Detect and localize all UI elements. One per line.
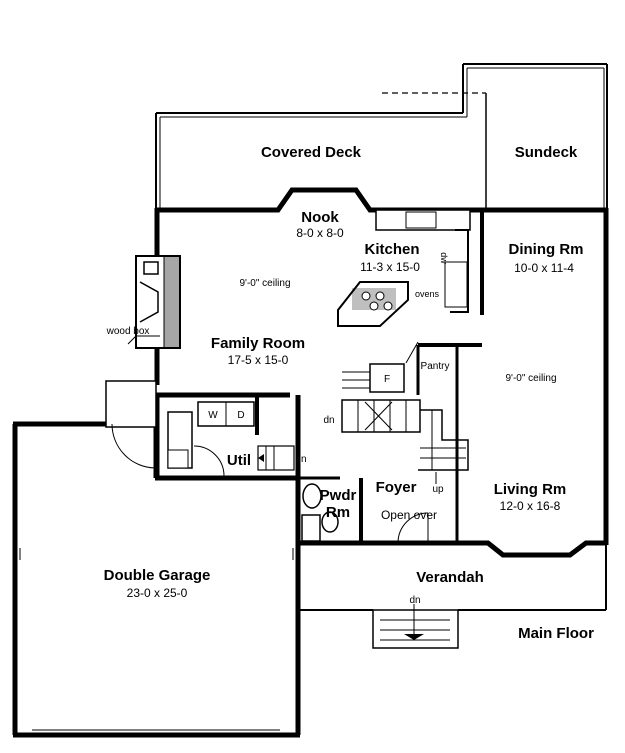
- fridge-label: F: [384, 374, 390, 385]
- stair-up-note: up: [432, 484, 444, 495]
- dishwasher-note: dw: [439, 252, 449, 264]
- garage-walls: [12, 380, 301, 738]
- powder-room-fixtures: [301, 483, 339, 542]
- living-dims: 12-0 x 16-8: [500, 499, 561, 513]
- verandah-down-note: dn: [409, 595, 420, 606]
- nook-dims: 8-0 x 8-0: [296, 226, 344, 240]
- sundeck-label: Sundeck: [515, 144, 578, 161]
- kitchen-dims: 11-3 x 15-0: [360, 260, 420, 274]
- covered-deck-label: Covered Deck: [261, 144, 362, 161]
- washer-label: W: [208, 410, 218, 421]
- floor-label: Main Floor: [518, 625, 594, 642]
- family-ceiling-note: 9'-0" ceiling: [239, 278, 290, 289]
- stair-down-note: dn: [323, 415, 334, 426]
- fireplace: [127, 255, 181, 349]
- kitchen-label: Kitchen: [364, 241, 419, 258]
- sundeck-outline: [382, 63, 608, 208]
- garage-label: Double Garage: [104, 567, 211, 584]
- ovens-note: ovens: [415, 289, 440, 299]
- verandah-label: Verandah: [416, 569, 484, 586]
- dryer-label: D: [237, 410, 244, 421]
- foyer-label: Foyer: [376, 479, 417, 496]
- pantry-label: Pantry: [421, 361, 450, 372]
- wood-box-note: wood box: [106, 326, 150, 337]
- garage-dims: 23-0 x 25-0: [127, 586, 188, 600]
- verandah-outline: [298, 543, 607, 649]
- covered-deck-outline: [155, 112, 467, 208]
- family-room-dims: 17-5 x 15-0: [228, 353, 289, 367]
- living-ceiling-note: 9'-0" ceiling: [505, 373, 556, 384]
- util-label: Util: [227, 452, 251, 469]
- util-down-note: dn: [295, 454, 306, 465]
- dining-label: Dining Rm: [509, 241, 584, 258]
- stairs: [341, 399, 469, 484]
- family-room-label: Family Room: [211, 335, 305, 352]
- utility-fixtures: [167, 401, 295, 477]
- pwdr-label-1: Pwdr: [320, 487, 357, 504]
- nook-label: Nook: [301, 209, 339, 226]
- pwdr-label-2: Rm: [326, 504, 350, 521]
- front-door: [397, 512, 429, 544]
- open-over-note: Open over: [381, 508, 437, 522]
- dining-dims: 10-0 x 11-4: [514, 261, 574, 275]
- pantry-fixtures: [342, 341, 419, 393]
- kitchen-counters: [337, 209, 471, 327]
- living-label: Living Rm: [494, 481, 567, 498]
